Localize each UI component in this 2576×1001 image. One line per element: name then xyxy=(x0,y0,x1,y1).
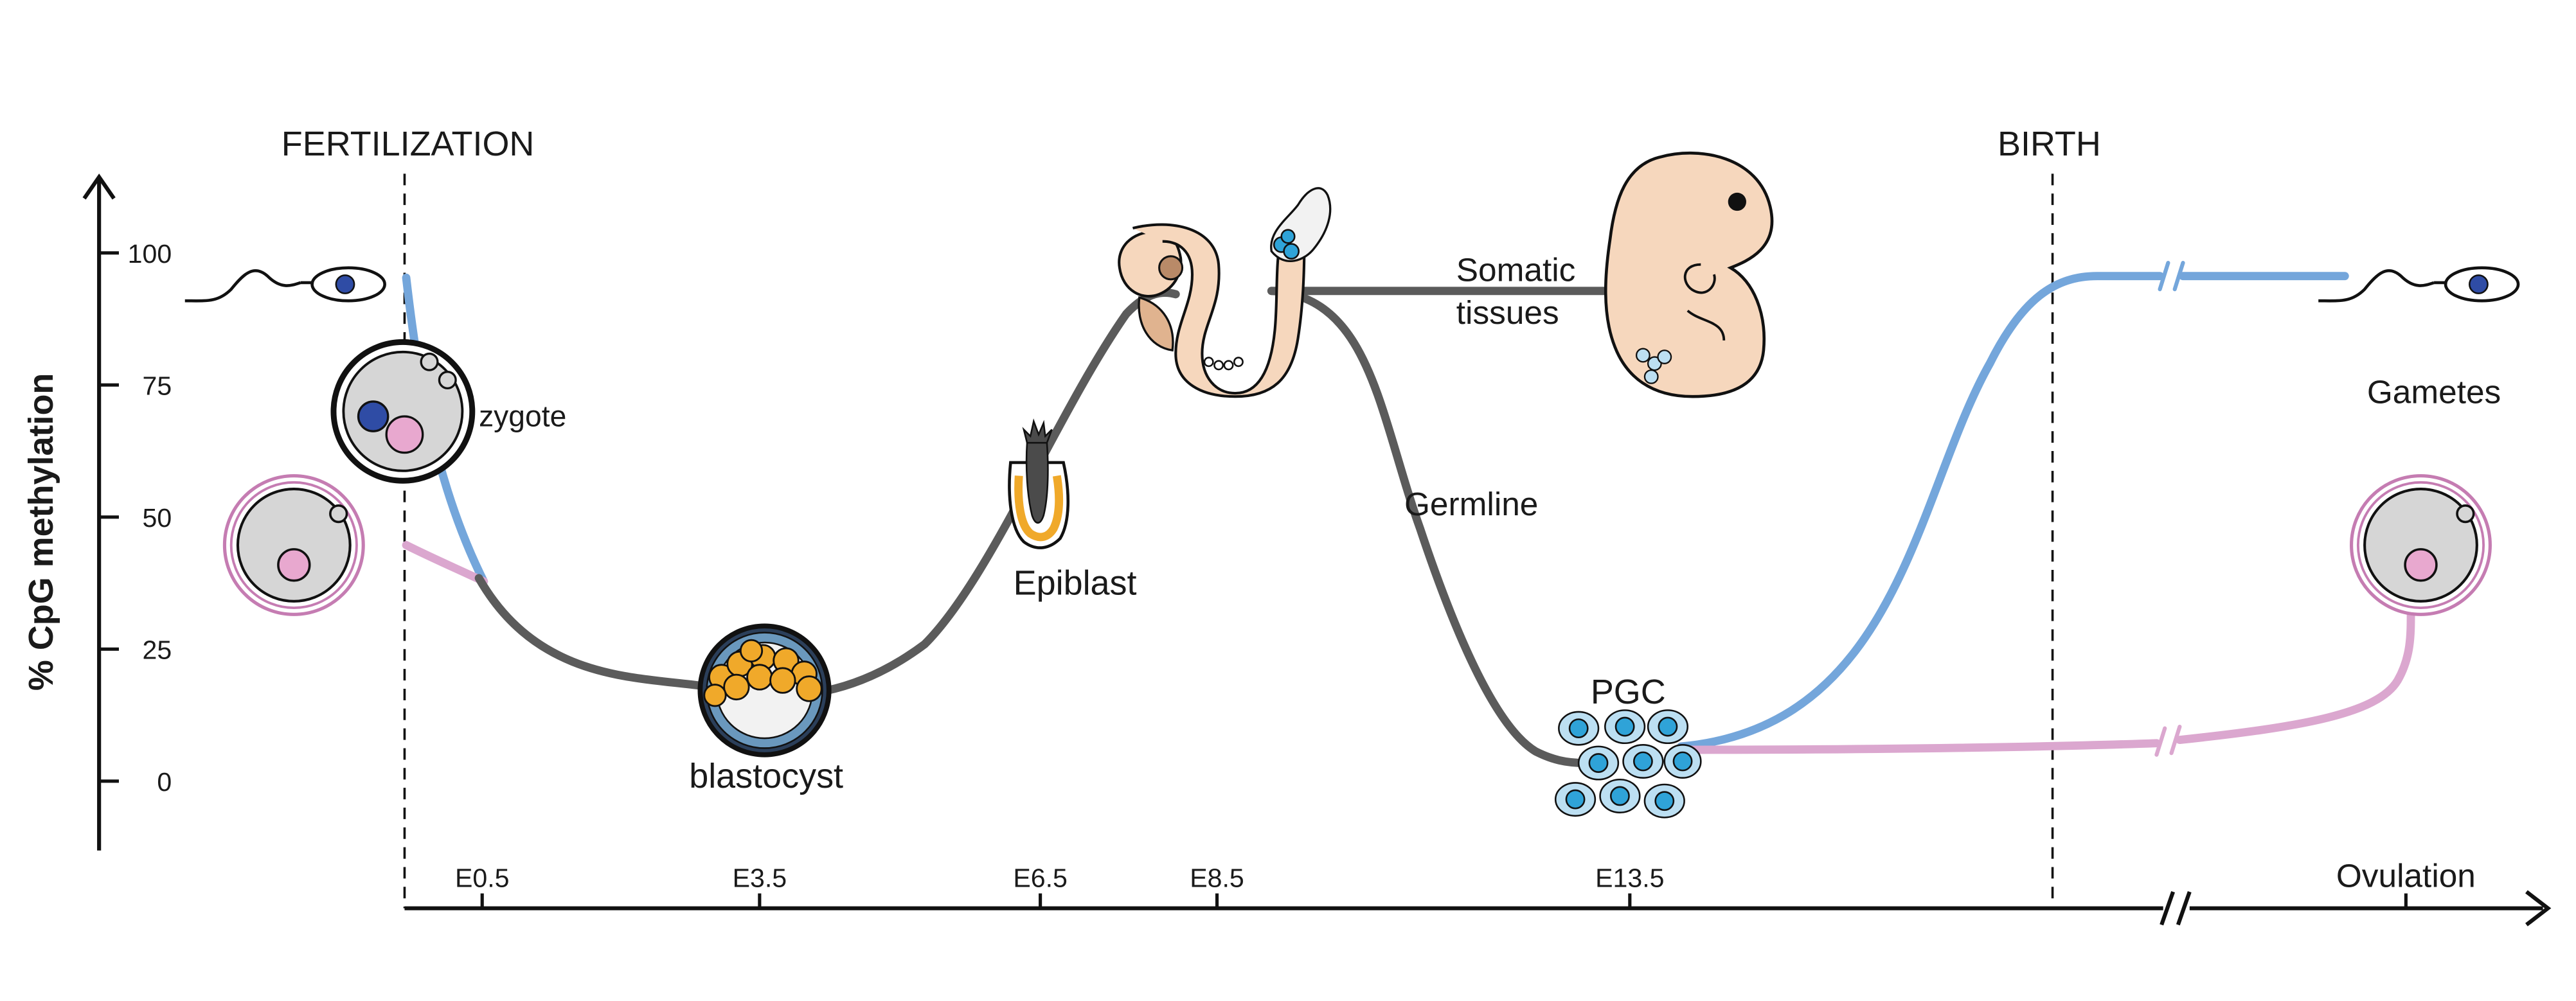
x-tick-label: E6.5 xyxy=(1013,863,1068,892)
e13-5-embryo-icon xyxy=(1604,151,1774,398)
x-tick-label: E8.5 xyxy=(1190,863,1244,892)
methylation-curves xyxy=(402,261,2415,767)
x-tick-label: Ovulation xyxy=(2336,856,2476,894)
x-tick-label: E13.5 xyxy=(1595,863,1664,892)
germline-label: Germline xyxy=(1404,485,1538,522)
gametes-label: Gametes xyxy=(2367,373,2501,410)
oocyte-icon xyxy=(222,474,365,616)
maternal-gamete-curve xyxy=(2175,607,2415,745)
y-tick-label: 25 xyxy=(142,635,172,665)
x-axis: E0.5 E3.5 E6.5 E8.5 E13.5 Ovulation xyxy=(404,856,2552,926)
x-tick-label: E0.5 xyxy=(455,863,510,892)
pgc-cluster-icon xyxy=(1554,709,1702,819)
paternal-break-icon xyxy=(2158,261,2185,292)
y-tick-marks: 100 75 50 25 0 xyxy=(99,239,172,797)
somatic-label-line1: Somatic xyxy=(1456,251,1576,288)
x-tick-marks: E0.5 E3.5 E6.5 E8.5 E13.5 Ovulation xyxy=(455,856,2476,908)
y-axis-label: % CpG methylation xyxy=(22,373,60,691)
maternal-remethylation-curve xyxy=(1677,739,2161,754)
maternal-demethylation-curve xyxy=(402,541,488,586)
y-tick-label: 100 xyxy=(128,239,172,269)
epiblast-label: Epiblast xyxy=(1014,564,1137,603)
y-tick-label: 75 xyxy=(142,371,172,401)
y-tick-label: 0 xyxy=(157,767,172,797)
somatic-curve xyxy=(474,288,1180,700)
maternal-break-icon xyxy=(2154,724,2182,757)
x-axis-arrowhead xyxy=(2525,890,2552,926)
blastocyst-label: blastocyst xyxy=(689,757,843,795)
paternal-remethylation-curve xyxy=(1677,272,2164,751)
epiblast-icon xyxy=(1008,418,1070,549)
pgc-label: PGC xyxy=(1591,673,1666,711)
x-tick-label: E3.5 xyxy=(733,863,787,892)
x-axis-break-icon xyxy=(2160,890,2192,926)
sperm-icon xyxy=(2318,266,2520,303)
zygote-icon xyxy=(330,339,476,484)
e8-5-embryo-icon xyxy=(1118,187,1332,398)
blastocyst-icon xyxy=(697,623,832,757)
sperm-icon xyxy=(184,266,386,303)
birth-label: BIRTH xyxy=(1998,125,2101,163)
y-tick-label: 50 xyxy=(142,503,172,533)
germline-curve xyxy=(1267,287,1589,767)
somatic-label-line2: tissues xyxy=(1456,294,1559,331)
y-axis-arrowhead xyxy=(82,173,116,200)
zygote-label: zygote xyxy=(479,399,566,432)
oocyte-icon xyxy=(2350,474,2492,616)
fertilization-label: FERTILIZATION xyxy=(282,125,535,163)
y-axis: 100 75 50 25 0 % CpG methylation xyxy=(22,173,172,851)
